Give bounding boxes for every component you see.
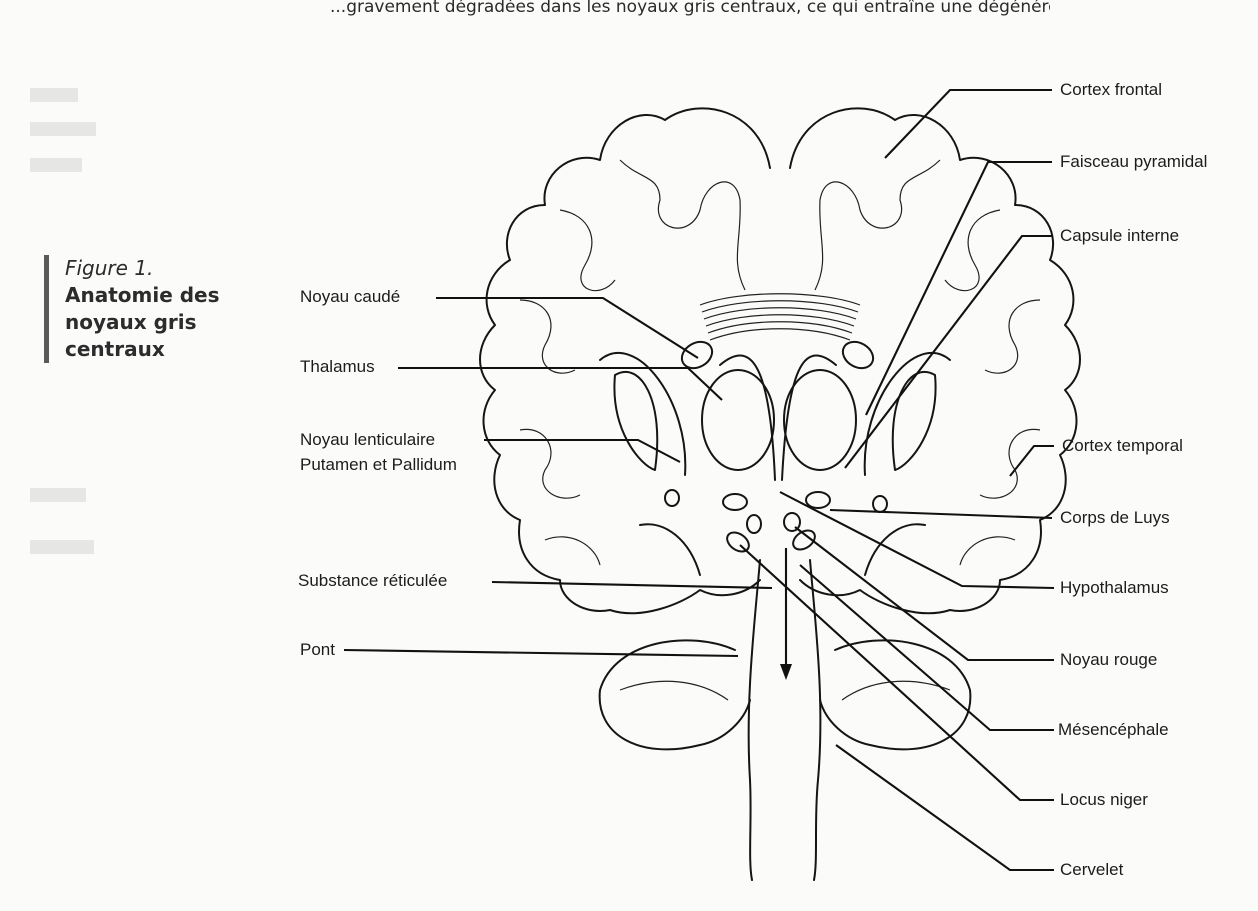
- label-cervelet: Cervelet: [1060, 860, 1124, 879]
- leader-substance-reticulee: [492, 582, 772, 588]
- label-capsule-interne: Capsule interne: [1060, 226, 1179, 245]
- label-faisceau-pyramidal: Faisceau pyramidal: [1060, 152, 1207, 171]
- label-cortex-frontal: Cortex frontal: [1060, 80, 1162, 99]
- label-thalamus: Thalamus: [300, 357, 375, 376]
- leader-cervelet: [836, 745, 1054, 870]
- label-noyau-rouge: Noyau rouge: [1060, 650, 1157, 669]
- label-hypothalamus: Hypothalamus: [1060, 578, 1169, 597]
- leader-hypothalamus: [780, 492, 1054, 588]
- label-corps-de-luys: Corps de Luys: [1060, 508, 1170, 527]
- label-locus-niger: Locus niger: [1060, 790, 1148, 809]
- leader-cortex-temporal: [1010, 446, 1054, 476]
- label-cortex-temporal: Cortex temporal: [1062, 436, 1183, 455]
- label-noyau-caude: Noyau caudé: [300, 287, 400, 306]
- brain-outline: [480, 108, 1080, 880]
- leader-noyau-lenticulaire: [484, 440, 680, 462]
- leader-corps-de-luys: [830, 510, 1052, 518]
- label-substance-reticulee: Substance réticulée: [298, 571, 447, 590]
- labels-right: Cortex frontal Faisceau pyramidal Capsul…: [1058, 80, 1207, 879]
- label-putamen-pallidum: Putamen et Pallidum: [300, 455, 457, 474]
- leader-cortex-frontal: [885, 90, 1052, 158]
- leader-noyau-caude: [436, 298, 698, 358]
- labels-left: Noyau caudé Thalamus Noyau lenticulaire …: [298, 287, 457, 659]
- label-mesencephale: Mésencéphale: [1058, 720, 1169, 739]
- leader-pont: [344, 650, 738, 656]
- leader-lines-left: [344, 298, 772, 656]
- label-noyau-lenticulaire: Noyau lenticulaire: [300, 430, 435, 449]
- leader-lines-right: [740, 90, 1054, 870]
- label-pont: Pont: [300, 640, 335, 659]
